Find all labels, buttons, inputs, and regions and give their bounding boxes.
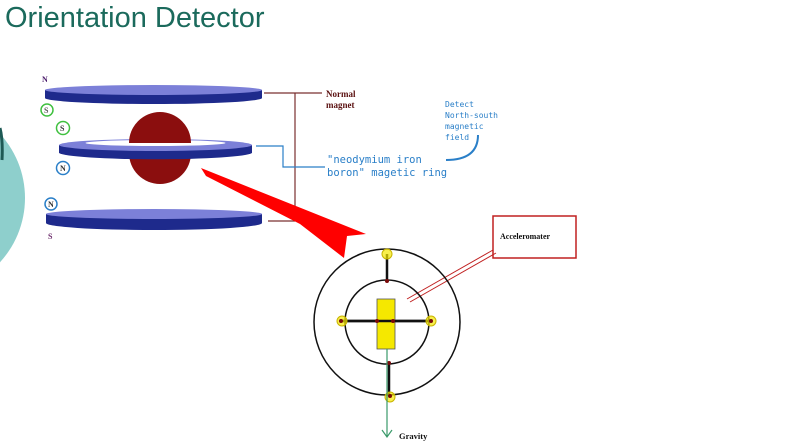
svg-text:Detect: Detect [445, 100, 474, 109]
zoom-arrow [201, 168, 366, 258]
normal-magnet-label: Normal [326, 89, 356, 99]
gravity-arrow-icon [381, 349, 393, 439]
bottom-magnet-disc [46, 209, 262, 230]
top-magnet-disc [45, 85, 262, 105]
accelerometer-body [376, 298, 396, 350]
pole-label: N [48, 200, 54, 209]
detect-label: Detect North-south magnetic field [445, 100, 498, 142]
normal-magnet-leader [264, 92, 322, 222]
accelerometer-leader [406, 249, 497, 303]
pole-circle-icon [40, 103, 54, 117]
pole-circle-icon [55, 160, 71, 176]
accelerometer-label: Acceleromater [500, 232, 550, 241]
svg-text:field: field [445, 133, 469, 142]
pole-circle-icon [44, 197, 58, 211]
ring-label: "neodymium iron [327, 154, 422, 166]
svg-text:North-south: North-south [445, 111, 498, 120]
decorative-edge [0, 127, 4, 161]
pole-circle-icon [55, 120, 71, 136]
svg-text:magnetic: magnetic [445, 122, 484, 131]
pole-label: S [48, 232, 53, 241]
slide-title: Orientation Detector [5, 2, 265, 34]
detect-leader [445, 134, 479, 161]
pole-label: S [44, 106, 49, 115]
ring-label: boron" magetic ring [327, 167, 447, 179]
ring-leader [256, 145, 325, 168]
accelerometer-callout [492, 215, 577, 259]
pole-label: N [42, 75, 48, 84]
pole-label: S [60, 124, 65, 133]
neodymium-ring [59, 112, 252, 184]
normal-magnet-label: magnet [326, 100, 355, 110]
pole-label: N [60, 164, 66, 173]
gravity-label: Gravity [399, 431, 428, 441]
decorative-circle [0, 133, 25, 263]
